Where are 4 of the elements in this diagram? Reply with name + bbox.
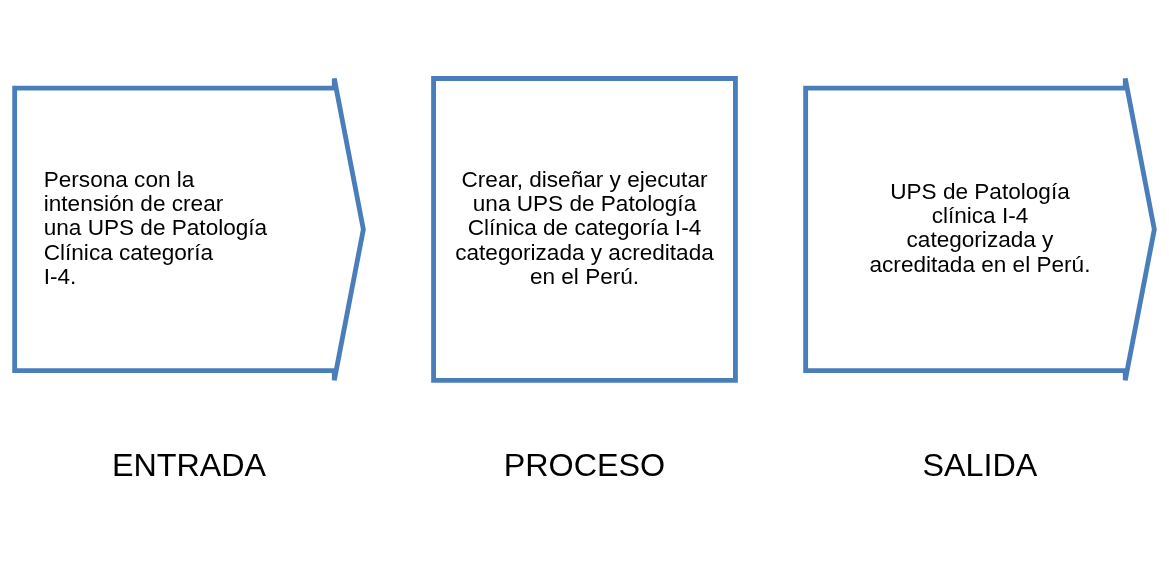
node-label: PROCESO bbox=[503, 446, 666, 483]
node-label: ENTRADA bbox=[111, 446, 267, 483]
node-box: Crear, diseñar y ejecutar una UPS de Patología Clínica de categoría I-4 categorizada y acreditada en el Perú. bbox=[431, 76, 738, 383]
node-label: SALIDA bbox=[922, 446, 1038, 483]
